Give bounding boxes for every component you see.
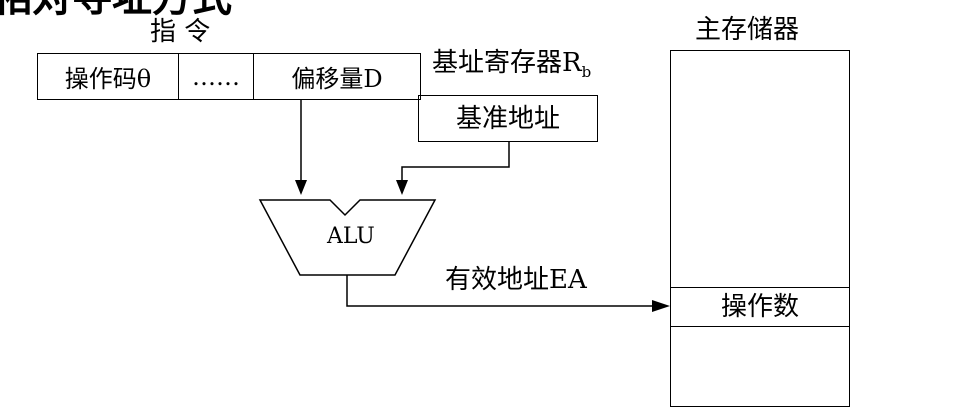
base-address-value: 基准地址	[455, 103, 560, 134]
base-register-label: 基址寄存器Rb	[432, 48, 592, 81]
ea-line	[346, 275, 655, 307]
base-register-box: 基准地址	[418, 95, 598, 142]
base-to-alu-line	[401, 142, 510, 180]
opcode-field: 操作码θ	[64, 65, 152, 93]
main-memory: 操作数	[670, 50, 850, 407]
operand-label: 操作数	[720, 292, 799, 322]
operand-cell: 操作数	[671, 287, 849, 327]
ea-arrow	[652, 300, 670, 312]
effective-address-label: 有效地址EA	[445, 265, 587, 295]
main-memory-label: 主存储器	[695, 15, 800, 45]
offset-field: 偏移量D	[253, 54, 420, 99]
ellipsis-field: ……	[178, 54, 253, 99]
instruction-label: 指 令	[150, 17, 211, 47]
alu-shape	[258, 199, 437, 276]
base-to-alu-arrow	[396, 180, 408, 195]
title-fragment: 相对寻址方式	[0, 0, 232, 18]
instruction-format: 操作码θ …… 偏移量D	[37, 53, 421, 100]
base-register-subscript: b	[581, 63, 592, 81]
offset-to-alu-arrow	[295, 180, 307, 195]
alu-label: ALU	[327, 224, 375, 249]
